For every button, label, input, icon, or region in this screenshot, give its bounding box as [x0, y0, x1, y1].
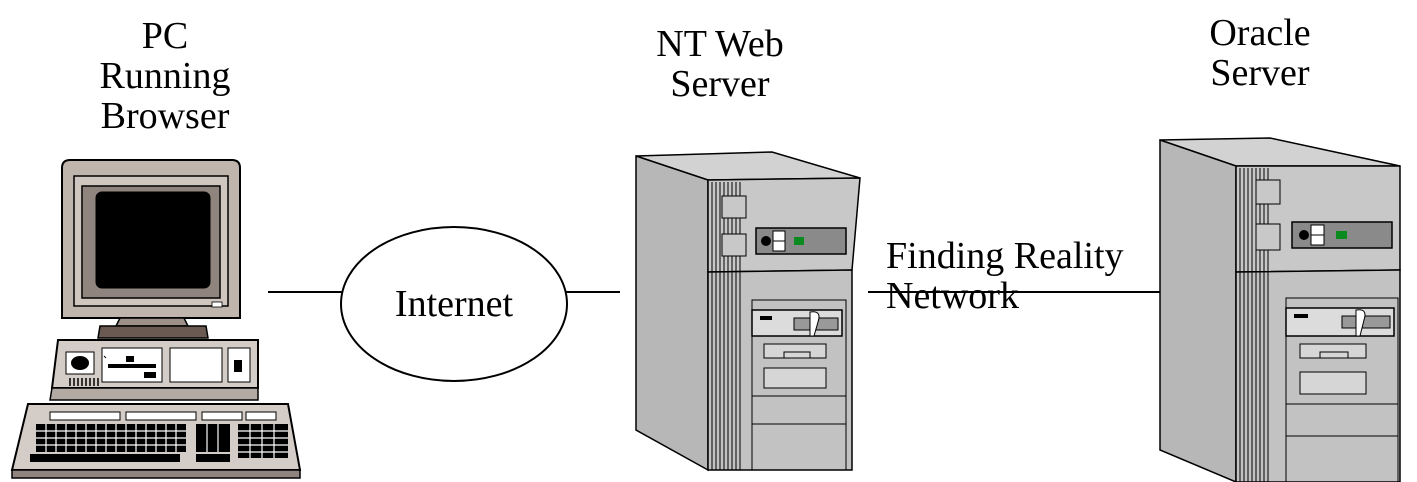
pc-label-line-1: PC [141, 15, 189, 57]
web-server-label-line-2: Server [670, 63, 770, 105]
pc-label: PC Running Browser [60, 16, 270, 136]
pc-label-line-3: Browser [100, 95, 230, 137]
oracle-server-tower-icon [1159, 137, 1401, 482]
internet-label: Internet [394, 283, 514, 325]
pc-computer-icon [10, 159, 302, 479]
finding-reality-network-line-2: Network [886, 275, 1019, 317]
oracle-server-label-line-2: Server [1210, 52, 1310, 94]
internet-ellipse [340, 226, 568, 382]
web-server-label: NT Web Server [600, 24, 840, 104]
pc-label-line-2: Running [99, 55, 231, 97]
oracle-server-label: Oracle Server [1170, 13, 1350, 93]
finding-reality-network-line-1: Finding Reality [886, 235, 1124, 277]
oracle-server-label-line-1: Oracle [1209, 12, 1311, 54]
web-server-label-line-1: NT Web [656, 23, 784, 65]
web-server-tower-icon [635, 151, 861, 472]
finding-reality-network-label: Finding Reality Network [886, 236, 1124, 316]
